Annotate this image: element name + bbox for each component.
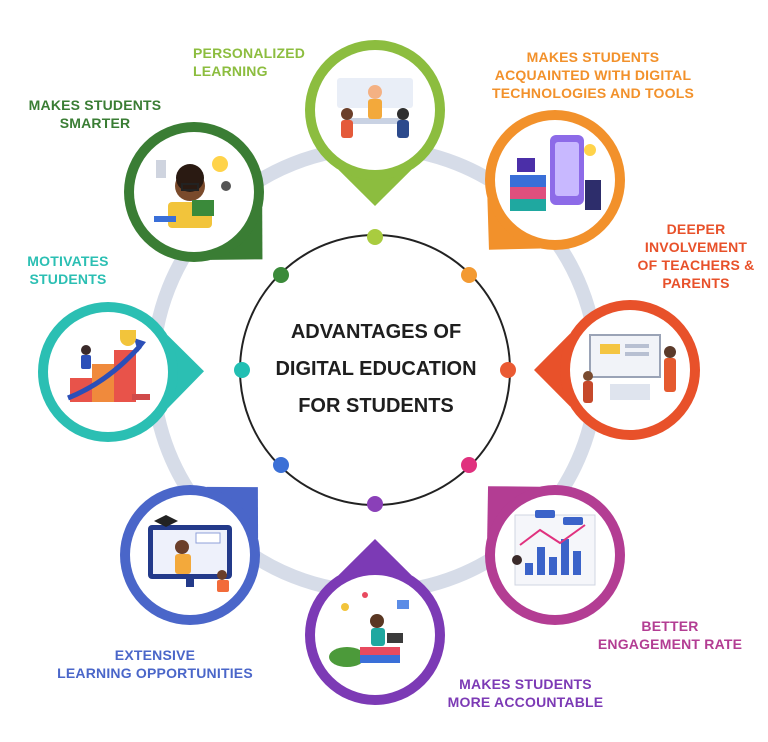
phone-books-icon [510,135,601,211]
connector-dot [461,267,477,283]
connector-dot [461,457,477,473]
node-2 [485,110,625,250]
node-pointer [338,169,412,206]
label-motivates-students: MOTIVATES STUDENTS [27,253,109,287]
node-5 [305,539,445,705]
node-pointer [534,333,571,407]
label-accountable: MAKES STUDENTS MORE ACCOUNTABLE [447,676,604,710]
label-teacher-parent-involvement: DEEPER INVOLVEMENT OF TEACHERS & PARENTS [637,221,755,291]
student-laptop-icon [329,592,409,667]
boy-reading-icon [154,156,231,228]
meeting-people-icon [337,78,413,138]
label-smarter: MAKES STUDENTS SMARTER [28,97,162,131]
label-digital-technologies: MAKES STUDENTS ACQUAINTED WITH DIGITAL T… [492,49,694,101]
node-6 [120,485,260,625]
connector-dot [367,229,383,245]
node-7 [38,302,204,442]
label-engagement-rate: BETTER ENGAGEMENT RATE [597,618,743,652]
teacher-board-icon [583,334,676,403]
connector-dot [234,362,250,378]
connector-dot [367,496,383,512]
connector-dot [273,457,289,473]
trophy-stairs-icon [67,330,150,402]
node-8 [124,122,264,262]
center-title: ADVANTAGES OF DIGITAL EDUCATION FOR STUD… [275,321,477,417]
label-learning-opportunities: EXTENSIVE LEARNING OPPORTUNITIES [57,647,253,681]
online-class-icon [148,515,232,592]
connector-dot [273,267,289,283]
node-pointer [338,539,412,576]
connector-dot [500,362,516,378]
node-pointer [167,334,204,409]
node-4 [485,485,625,625]
dashboard-chart-icon [512,510,596,586]
node-3 [534,300,700,440]
node-1 [305,40,445,206]
label-personalized-learning: PERSONALIZED LEARNING [193,45,306,79]
